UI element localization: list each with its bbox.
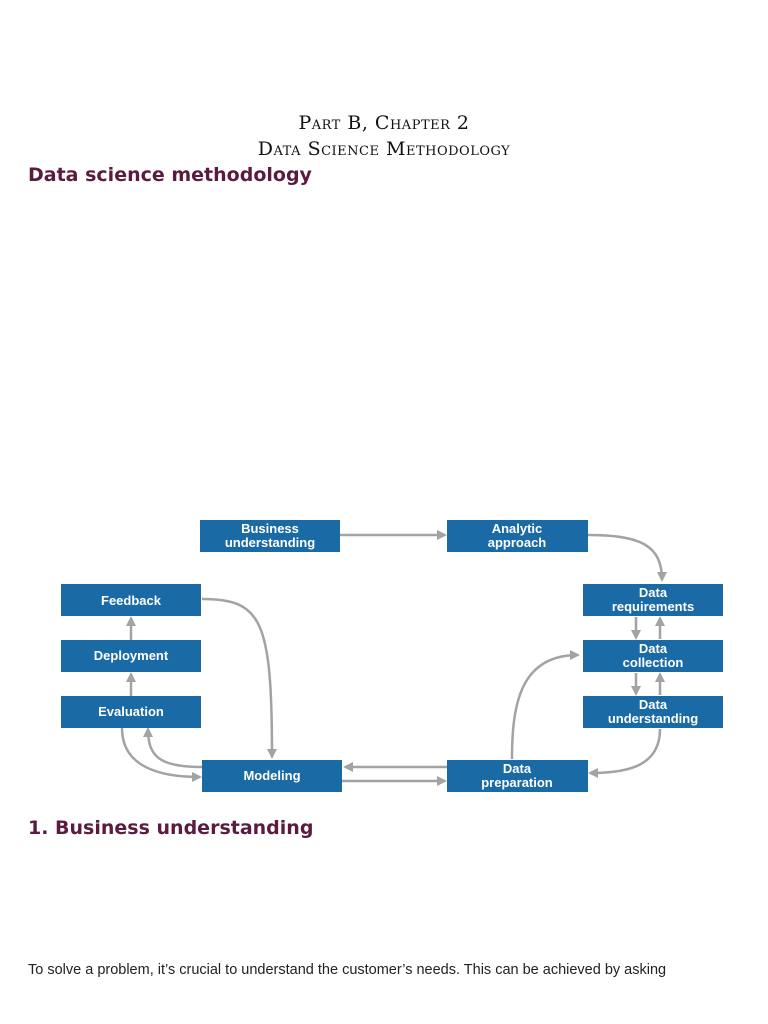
arrow-preparation-to-collection: [510, 650, 580, 760]
node-label: collection: [623, 655, 684, 670]
chapter-subtitle: Data Science Methodology: [257, 138, 511, 160]
node-label: Data: [639, 585, 668, 600]
section-heading-methodology: Data science methodology: [28, 164, 312, 186]
node-label: understanding: [608, 711, 698, 726]
node-business-understanding: Business understanding: [200, 520, 340, 552]
node-label: Deployment: [94, 648, 169, 663]
node-label: Evaluation: [98, 704, 164, 719]
node-evaluation: Evaluation: [61, 696, 201, 728]
node-data-collection: Data collection: [583, 640, 723, 672]
node-label: Modeling: [243, 768, 300, 783]
node-deployment: Deployment: [61, 640, 201, 672]
node-label: Data: [639, 697, 668, 712]
node-label: approach: [488, 535, 547, 550]
node-data-understanding: Data understanding: [583, 696, 723, 728]
diagram-arrows: [120, 530, 667, 786]
node-label: Business: [241, 521, 299, 536]
arrow-evaluation-to-modeling: [120, 727, 202, 782]
node-data-requirements: Data requirements: [583, 584, 723, 616]
node-label: Feedback: [101, 593, 162, 608]
node-data-preparation: Data preparation: [447, 760, 588, 792]
node-label: Analytic: [492, 521, 543, 536]
node-label: requirements: [612, 599, 694, 614]
node-feedback: Feedback: [61, 584, 201, 616]
arrow-modeling-to-evaluation: [143, 727, 203, 769]
node-label: understanding: [225, 535, 315, 550]
arrow-analytic-to-requirements: [587, 533, 667, 582]
node-label: Data: [639, 641, 668, 656]
arrow-feedback-to-modeling: [201, 597, 277, 759]
section-heading-business-understanding: 1. Business understanding: [28, 817, 314, 839]
methodology-diagram: Business understanding Analytic approach…: [61, 520, 723, 792]
body-paragraph: To solve a problem, it’s crucial to unde…: [28, 961, 667, 978]
node-label: Data: [503, 761, 532, 776]
arrow-understanding-to-preparation: [588, 728, 662, 778]
chapter-title: Part B, Chapter 2: [298, 112, 470, 134]
node-modeling: Modeling: [202, 760, 342, 792]
node-label: preparation: [481, 775, 553, 790]
node-analytic-approach: Analytic approach: [447, 520, 588, 552]
